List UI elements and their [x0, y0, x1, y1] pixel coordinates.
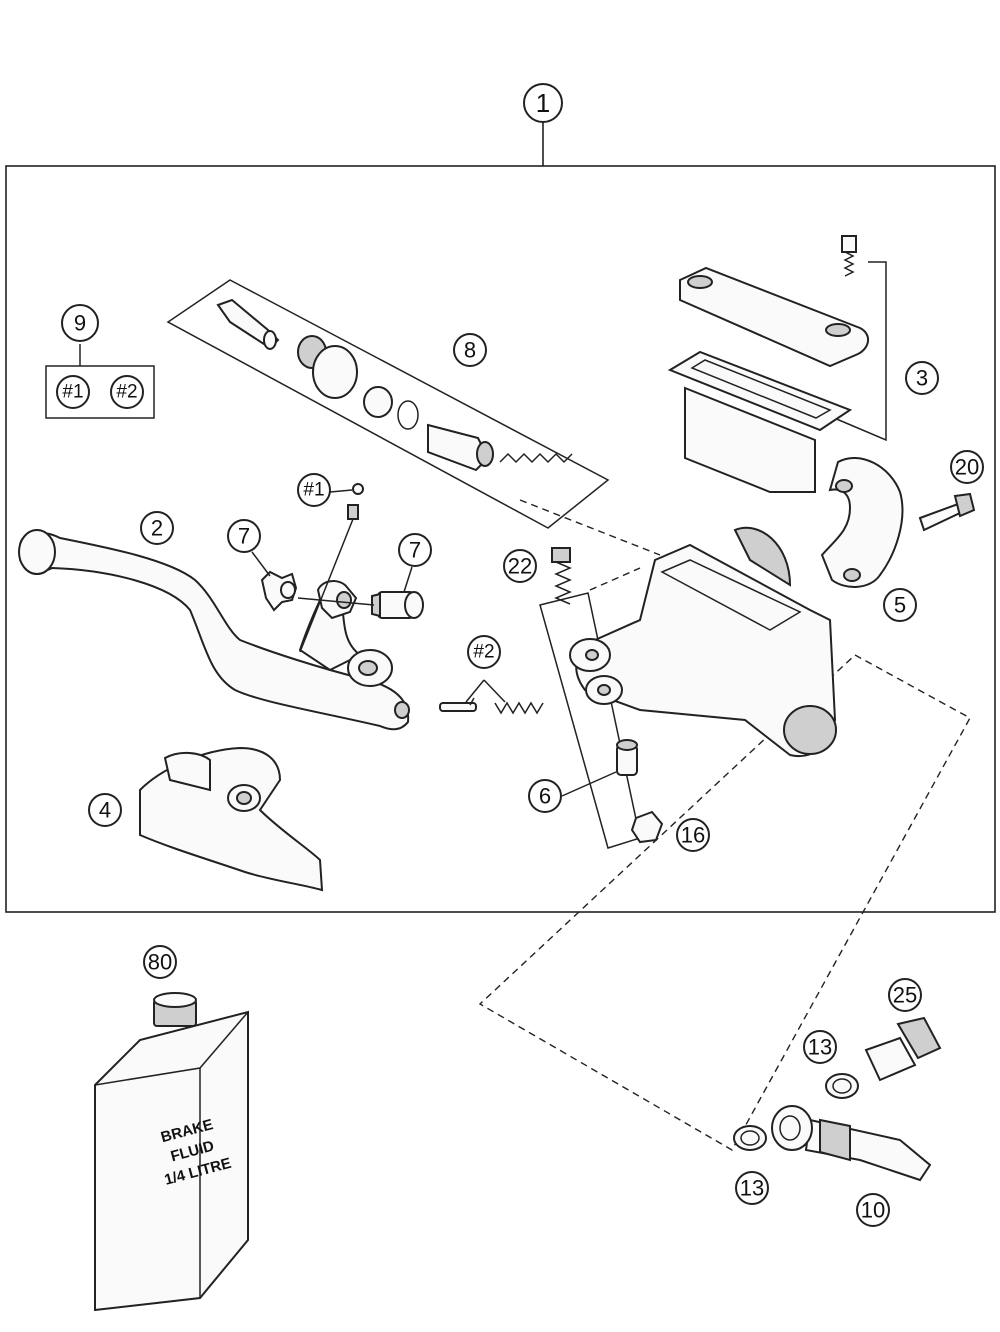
master-cylinder-body — [569, 526, 837, 758]
callout-6: 6 — [528, 779, 562, 813]
svg-text:13: 13 — [740, 1176, 764, 1201]
banjo-bolt — [864, 1016, 942, 1082]
pushrod-spring — [439, 679, 544, 715]
callout-25: 25 — [888, 978, 922, 1012]
svg-text:16: 16 — [681, 823, 705, 848]
svg-text:25: 25 — [893, 983, 917, 1008]
callout-3: 3 — [905, 361, 939, 395]
callout-7a-leader — [251, 551, 271, 577]
copper-washer-lower — [733, 1125, 767, 1151]
pivot-bushing — [616, 739, 638, 776]
svg-text:13: 13 — [808, 1035, 832, 1060]
adjuster-sleeve — [371, 591, 424, 619]
svg-text:10: 10 — [861, 1198, 885, 1223]
svg-text:8: 8 — [464, 338, 476, 363]
assembly-frame — [5, 165, 996, 913]
svg-text:20: 20 — [955, 455, 979, 480]
callout-13a: 13 — [803, 1030, 837, 1064]
callout-hash1-leader — [329, 489, 353, 493]
adjuster-knob — [260, 570, 298, 612]
callout-7b-leader — [403, 566, 413, 593]
svg-text:#1: #1 — [62, 382, 83, 403]
reservoir-body — [684, 386, 816, 493]
callout-hash2: #2 — [467, 635, 501, 669]
reservoir-cap — [679, 266, 869, 368]
callout-hash1: #1 — [297, 473, 331, 507]
lever-guard — [139, 746, 324, 892]
adjuster-axis-line — [297, 597, 375, 606]
callout-16: 16 — [676, 818, 710, 852]
svg-text:7: 7 — [238, 524, 250, 549]
bolt-leader-dashed — [589, 567, 641, 591]
svg-text:#1: #1 — [303, 480, 324, 501]
callout-22: 22 — [503, 549, 537, 583]
svg-text:3: 3 — [916, 366, 928, 391]
svg-text:6: 6 — [539, 784, 551, 809]
callout-9-group-box — [45, 365, 155, 419]
svg-text:#2: #2 — [473, 642, 494, 663]
reservoir-screw — [841, 235, 857, 277]
svg-text:#2: #2 — [116, 382, 137, 403]
reservoir-outline — [819, 261, 887, 442]
brake-fluid-bottle — [94, 992, 249, 1312]
callout-7a: 7 — [227, 519, 261, 553]
callout-6-leader — [561, 771, 617, 797]
callout-2: 2 — [140, 511, 174, 545]
svg-text:2: 2 — [151, 516, 163, 541]
svg-text:80: 80 — [148, 950, 172, 975]
callout-80: 80 — [143, 945, 177, 979]
callout-5: 5 — [883, 588, 917, 622]
callout-1: 1 — [523, 83, 563, 123]
callout-10: 10 — [856, 1193, 890, 1227]
clamp-bolt — [918, 492, 976, 532]
svg-text:22: 22 — [508, 554, 532, 579]
callout-9-item-1: #1 — [56, 375, 90, 409]
banjo-hose-assembly — [771, 1105, 932, 1182]
copper-washer-upper — [825, 1073, 859, 1099]
piston-kit-outline — [166, 279, 610, 529]
pivot-bolt — [551, 547, 572, 605]
svg-text:1: 1 — [536, 88, 550, 118]
callout-4: 4 — [88, 793, 122, 827]
set-screw-leader — [299, 518, 354, 653]
svg-text:9: 9 — [74, 311, 86, 336]
set-screw — [347, 504, 359, 520]
svg-text:4: 4 — [99, 798, 111, 823]
hand-lever — [18, 529, 410, 731]
handlebar-clamp — [820, 457, 904, 588]
detent-ball — [352, 483, 364, 495]
piston-kit-parts — [216, 298, 573, 472]
adjuster-bushing — [316, 580, 358, 620]
svg-text:7: 7 — [409, 538, 421, 563]
callout-9-item-2: #2 — [110, 375, 144, 409]
pivot-nut — [630, 810, 664, 844]
hose-group-dashed-outline — [478, 654, 971, 1151]
callout-13b: 13 — [735, 1171, 769, 1205]
piston-leader-dashed — [519, 499, 661, 556]
reservoir-gasket — [667, 350, 853, 432]
callout-20: 20 — [950, 450, 984, 484]
svg-text:5: 5 — [894, 593, 906, 618]
callout-7b: 7 — [398, 533, 432, 567]
callout-9: 9 — [61, 304, 99, 342]
callout-8: 8 — [453, 333, 487, 367]
